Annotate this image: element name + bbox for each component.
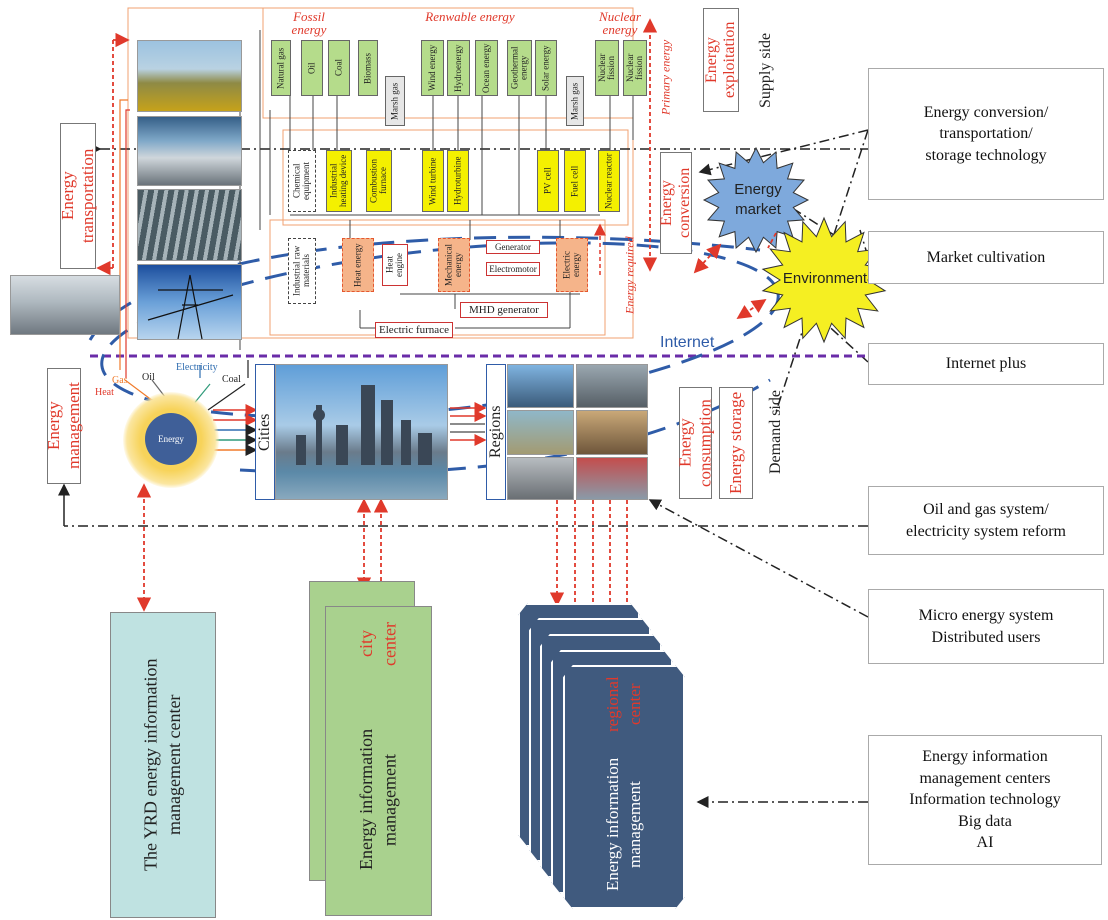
system-reform-label: Oil and gas system/ electricity system r… [868,486,1104,555]
information-tech-label: Energy information management centers In… [868,735,1102,865]
region-photo [507,457,574,500]
conversion-device-box: PV cell [537,150,559,212]
pipes-photo [137,116,242,186]
internet-plus-label: Internet plus [868,343,1104,385]
region-photo [576,364,648,408]
energy-exploitation-box: Energy exploitation [703,8,739,112]
internet-label: Internet [660,334,715,351]
market-cultivation-label: Market cultivation [868,231,1104,284]
yrd-center-card: The YRD energy information management ce… [110,612,216,918]
energy-source-box: Natural gas [271,40,291,96]
conversion-technology-label: Energy conversion/ transportation/ stora… [868,68,1104,200]
oil-label: Oil [142,372,155,383]
conversion-device-box: Nuclear reactor [598,150,620,212]
energy-conversion-node: Electric furnace [375,322,453,338]
electricity-label: Electricity [176,362,218,373]
region-photo [507,410,574,455]
energy-transportation-box: Energy transportation [58,123,97,269]
regional-center-card: Energy information management regional c… [563,665,685,909]
conversion-device-box: Combustion furnace [366,150,392,212]
energy-conversion-node: Industrial raw materials [288,238,316,304]
energy-source-box: Nuclear fission [623,40,647,96]
energy-conversion-node: MHD generator [460,302,548,318]
energy-market-label: Energy market [734,181,782,218]
fossil-energy-label: Fossil energy [291,9,327,37]
energy-required-label: Energy required [622,236,637,314]
refinery-photo [10,275,120,335]
city-center-card: Energy information management city cente… [325,606,432,916]
energy-source-box: Hydroenergy [447,40,470,96]
energy-source-box: Coal [328,40,350,96]
nuclear-energy-label: Nuclear energy [599,9,641,37]
energy-conversion-node: Generator [486,240,540,254]
energy-conversion-node: Heat energy [342,238,374,292]
pipeline-photo [137,40,242,112]
energy-consumption-box: Energy consumption [676,387,715,499]
energy-source-box: Marsh gas [566,76,584,126]
gas-label: Gas [112,375,128,386]
energy-source-box: Oil [301,40,323,96]
solar-farm-photo [137,189,242,261]
energy-source-box: Ocean energy [475,40,498,96]
region-photo [576,457,648,500]
energy-conversion-node: Mechanical energy [438,238,470,292]
energy-conversion-box: Energy conversion [658,152,693,254]
renewable-energy-label: Renwable energy [425,9,515,24]
environment-label: Environment [782,270,868,287]
energy-source-box: Wind energy [421,40,444,96]
conversion-device-box: Wind turbine [422,150,444,212]
energy-source-box: Nuclear fission [595,40,619,96]
primary-energy-label: Primary energy [658,39,673,116]
cities-box: Cities [255,364,275,500]
conversion-device-box: Hydroturbine [447,150,469,212]
energy-source-box: Biomass [358,40,378,96]
energy-source-box: Marsh gas [385,76,405,126]
power-line-photo [137,264,242,340]
energy-storage-box: Energy storage [719,387,753,499]
conversion-device-box: Industrial heating device [326,150,352,212]
energy-management-box: Energy management [44,368,83,484]
energy-conversion-node: Electric energy [556,238,588,292]
conversion-device-box: Fuel cell [564,150,586,212]
regions-box: Regions [486,364,506,500]
energy-conversion-node: Electromotor [486,262,540,276]
demand-side-label: Demand side [767,390,784,474]
heat-label: Heat [95,387,114,398]
energy-source-box: Geothermal energy [507,40,532,96]
coal-label: Coal [222,374,241,385]
micro-energy-label: Micro energy system Distributed users [868,589,1104,664]
shanghai-city-photo [275,364,448,500]
conversion-device-box: Chemical equipment [288,150,316,212]
energy-conversion-node: Heat engine [382,244,408,286]
region-photo [576,410,648,455]
energy-source-box: Solar energy [535,40,557,96]
supply-side-label: Supply side [757,32,774,108]
energy-core: Energy [145,413,197,465]
region-photo [507,364,574,408]
